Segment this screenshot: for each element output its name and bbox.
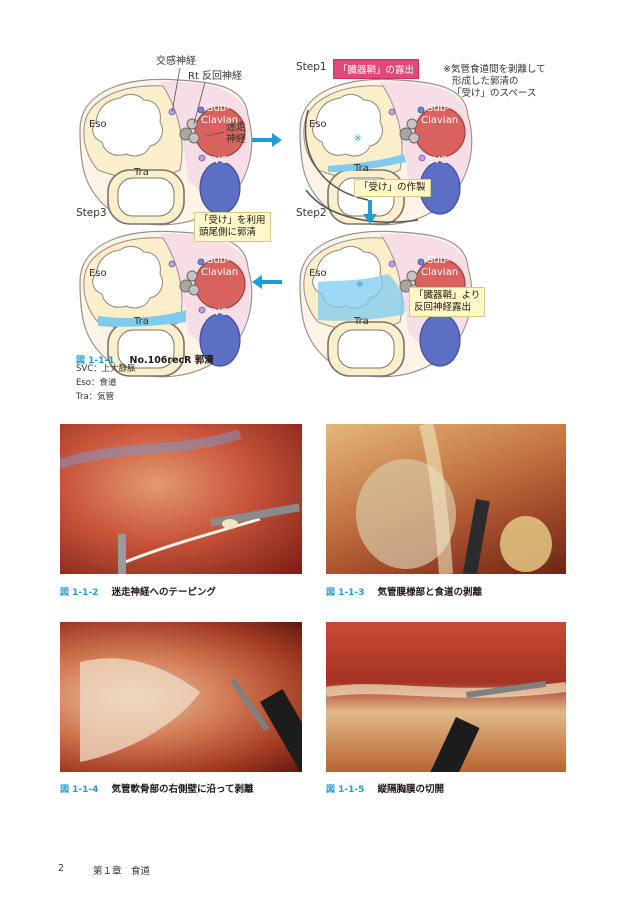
photo-cartilage-dissection-detail <box>80 658 302 772</box>
leader-line-sympathetic <box>171 67 181 113</box>
no106recr-dissection-diagram <box>79 67 473 378</box>
legend-svc: SVC：上大静脈 <box>76 364 136 374</box>
step3-label-tra: Tra <box>134 316 149 327</box>
leader-line-recurrent <box>193 81 206 125</box>
step1-badge: 「臓器鞘」の露出 <box>333 59 420 79</box>
label-subclavian-1: Sub- <box>207 103 230 114</box>
legend-eso: Eso：食道 <box>76 378 117 388</box>
photo-membranous-separation <box>326 424 566 574</box>
step2-label-tra: Tra <box>354 316 369 327</box>
note-line-3: 「受け」のスペース <box>452 88 537 99</box>
arrow-right <box>252 133 282 147</box>
step3-callout-line1: 「受け」を利用 <box>199 215 266 226</box>
label-sympathetic-nerve: 交感神経 <box>156 56 196 67</box>
photo-pleura-incision <box>326 622 566 772</box>
step3-title: Step3 <box>76 207 107 219</box>
step2-label-eso: Eso <box>309 268 327 279</box>
figure-1-1-1-caption: 図 1-1-1 No.106recR 郭清 <box>76 348 214 367</box>
page-number: 2 <box>58 863 65 874</box>
step1-label-subclavian-1: Sub- <box>427 103 450 114</box>
label-subclavian-2: Clavian <box>201 115 239 126</box>
step1-asterisk: ※ <box>354 134 362 144</box>
label-tra: Tra <box>134 167 149 178</box>
photo-pleura-incision-detail <box>326 680 566 772</box>
step3-callout-line2: 頭尾側に郭清 <box>199 227 257 238</box>
step1-callout: 「受け」の作製 <box>354 179 431 197</box>
diagram-panel-step2 <box>299 230 473 378</box>
figure-1-1-2-title: 迷走神経へのテーピング <box>111 587 217 598</box>
leader-line-vagus <box>205 131 225 137</box>
diagram-panel-step1 <box>299 78 473 226</box>
figure-1-1-5-title: 縦隔胸膜の切開 <box>377 784 445 795</box>
step2-callout-line1: 「臓器鞘」より <box>414 290 481 301</box>
diagram-panel-anatomy <box>79 78 253 226</box>
figure-1-1-5-caption: 図 1-1-5 縦隔胸膜の切開 <box>326 777 444 796</box>
label-svc: SVC <box>207 155 228 166</box>
label-rt-recurrent-nerve: Rt 反回神経 <box>188 71 243 82</box>
step2-asterisk: ※ <box>356 280 364 290</box>
photo-vagus-taping-detail <box>60 429 301 574</box>
photo-vagus-taping <box>60 424 302 574</box>
chapter-title: 第１章 食道 <box>93 866 151 877</box>
figure-1-1-4-number: 図 1-1-4 <box>60 785 99 795</box>
note-line-2: 形成した郭清の <box>452 76 519 87</box>
figure-1-1-4-title: 気管軟骨部の右側壁に沿って剥離 <box>111 784 254 795</box>
photo-membranous-separation-detail <box>356 424 552 574</box>
figure-1-1-2-number: 図 1-1-2 <box>60 588 99 598</box>
figure-1-1-1-number: 図 1-1-1 <box>76 356 115 366</box>
label-eso: Eso <box>89 119 107 130</box>
photo-cartilage-dissection <box>60 622 302 772</box>
step1-label-eso: Eso <box>309 119 327 130</box>
diagram-panel-step3 <box>79 230 253 378</box>
step3-label-svc: SVC <box>207 307 228 318</box>
step1-title: Step1 <box>296 61 327 73</box>
figure-1-1-3-caption: 図 1-1-3 気管膜様部と食道の剥離 <box>326 580 482 599</box>
figure-1-1-1-legend: SVC：上大静脈 Eso：食道 Tra：気管 <box>76 362 136 404</box>
step2-callout: 「臓器鞘」より 反回神経露出 <box>409 287 486 317</box>
step3-label-eso: Eso <box>89 268 107 279</box>
figure-1-1-4-caption: 図 1-1-4 気管軟骨部の右側壁に沿って剥離 <box>60 777 254 796</box>
step1-label-tra: Tra <box>354 163 369 174</box>
figure-1-1-1-title: No.106recR 郭清 <box>129 355 214 366</box>
legend-tra: Tra：気管 <box>76 392 115 402</box>
step1-label-svc: SVC <box>427 155 448 166</box>
step3-label-subclavian-1: Sub- <box>207 255 230 266</box>
step3-label-subclavian-2: Clavian <box>201 267 239 278</box>
figure-1-1-3-title: 気管膜様部と食道の剥離 <box>377 587 483 598</box>
step2-callout-line2: 反回神経露出 <box>414 302 472 313</box>
label-vagus-nerve-1: 迷走 <box>226 122 246 133</box>
figure-1-1-2-caption: 図 1-1-2 迷走神経へのテーピング <box>60 580 216 599</box>
arrow-left <box>252 275 282 289</box>
step2-label-subclavian-2: Clavian <box>421 267 459 278</box>
figure-1-1-3-number: 図 1-1-3 <box>326 588 365 598</box>
step3-callout: 「受け」を利用 頭尾側に郭清 <box>194 212 271 242</box>
step2-label-subclavian-1: Sub- <box>427 255 450 266</box>
step2-title: Step2 <box>296 207 327 219</box>
note-line-1: ※気管食道間を剥離して <box>443 64 546 75</box>
arrow-down <box>363 200 377 224</box>
step1-label-subclavian-2: Clavian <box>421 115 459 126</box>
label-vagus-nerve-2: 神経 <box>226 134 246 145</box>
figure-1-1-5-number: 図 1-1-5 <box>326 785 365 795</box>
